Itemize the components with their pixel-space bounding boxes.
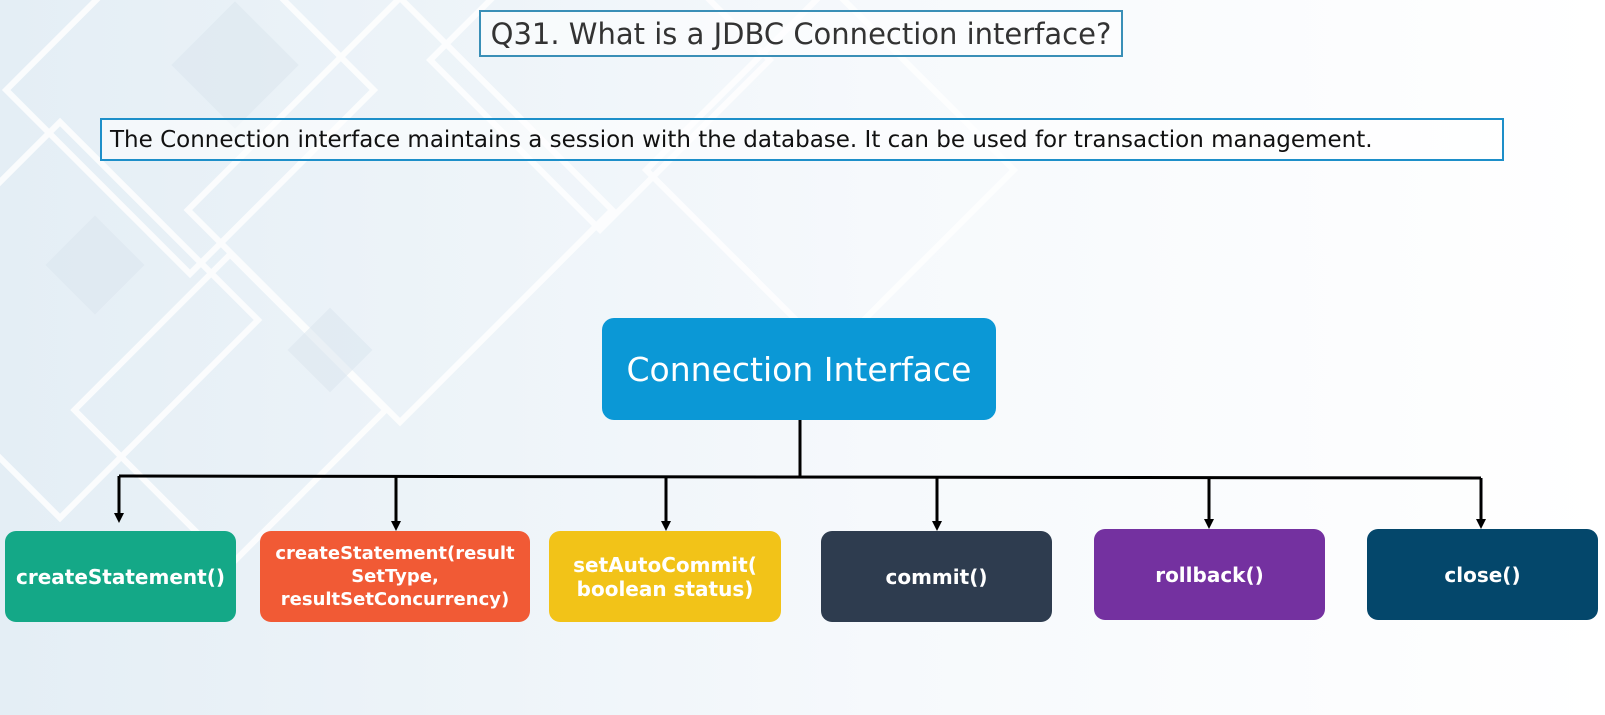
method-rollback: rollback() [1094,529,1325,620]
method-create-statement-params: createStatement(result SetType, resultSe… [260,531,530,622]
arrow-head-6 [1476,519,1486,529]
method-create-statement: createStatement() [5,531,236,622]
description-text: The Connection interface maintains a ses… [100,118,1504,161]
connection-interface-node: Connection Interface [602,318,996,420]
question-title: Q31. What is a JDBC Connection interface… [479,10,1123,57]
arrow-head-3 [661,521,671,531]
method-commit: commit() [821,531,1052,622]
method-close: close() [1367,529,1598,620]
arrow-head-5 [1204,519,1214,529]
branch-bar-line [118,474,1482,480]
arrow-head-4 [932,521,942,531]
arrow-head-2 [391,521,401,531]
method-set-auto-commit: setAutoCommit( boolean status) [549,531,781,622]
arrow-head-1 [114,513,124,523]
